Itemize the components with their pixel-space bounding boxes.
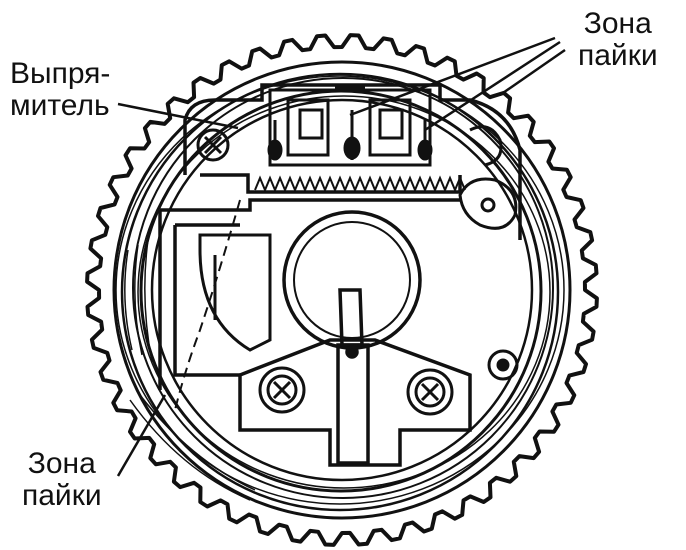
label-rectifier: Выпря- митель: [10, 58, 110, 122]
bearing-housing: [282, 210, 422, 350]
winding-bundle-left: [124, 239, 256, 501]
screw-bottom-left: [258, 366, 306, 414]
solder-terminals-top: [267, 110, 433, 161]
heatsink-fins: [254, 175, 466, 193]
rectifier-frame: [158, 83, 522, 390]
screw-bottom-right: [406, 368, 454, 416]
leader-lines: [116, 36, 566, 477]
label-solder-zone-bottom-line1: Зона: [27, 447, 96, 480]
lead-wire-dashed: [174, 199, 241, 411]
outer-toothed-ring: [85, 33, 599, 547]
lower-bracket: [238, 288, 472, 467]
terminal-lug-right: [458, 125, 518, 230]
stator-winding-rings: [112, 60, 572, 520]
label-rectifier-line1: Выпря-: [10, 57, 111, 90]
label-solder-zone-top: Зона пайки: [578, 8, 658, 72]
brush-holder: [198, 233, 272, 352]
label-solder-zone-top-line2: пайки: [578, 39, 658, 72]
stud-right: [487, 349, 519, 381]
label-solder-zone-top-line1: Зона: [583, 7, 652, 40]
label-solder-zone-bottom: Зона пайки: [22, 448, 102, 512]
label-solder-zone-bottom-line2: пайки: [22, 479, 102, 512]
label-rectifier-line2: митель: [10, 89, 110, 122]
screw-top-left: [196, 128, 230, 162]
